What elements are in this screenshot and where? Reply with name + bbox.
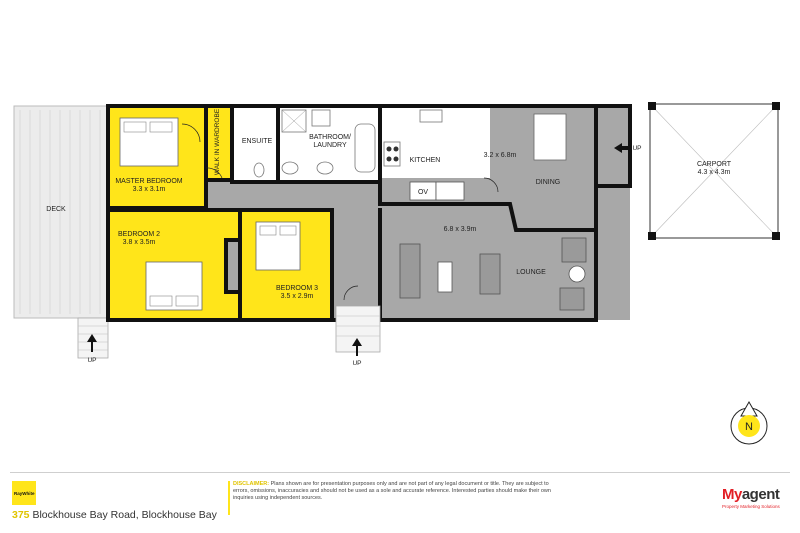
floor-plan: MASTER BEDROOM 3.3 x 3.1m WALK IN WARDRO… (13, 102, 780, 445)
raywhite-logo-text: RayWhite (14, 491, 35, 496)
label-bedroom2: BEDROOM 2 (118, 231, 160, 238)
label-dining: DINING (536, 179, 561, 186)
deck-boards (19, 110, 101, 314)
raywhite-logo (12, 481, 36, 505)
bath-basin (316, 161, 334, 175)
label-carport-dims: 4.3 x 4.3m (698, 169, 731, 176)
label-bedroom3: BEDROOM 3 (276, 285, 318, 292)
coffee-table (437, 261, 453, 293)
label-up-deck: UP (87, 357, 96, 364)
compass-north-label: N (745, 421, 753, 433)
sofa-right (479, 253, 501, 295)
property-address: 375 Blockhouse Bay Road, Blockhouse Bay (12, 509, 217, 521)
address-number: 375 (12, 509, 30, 521)
label-bedroom3-dims: 3.5 x 2.9m (281, 293, 314, 300)
label-walk-in-wardrobe: WALK IN WARDROBE (214, 108, 221, 175)
disclaimer-accent (228, 481, 230, 515)
label-lounge: LOUNGE (516, 269, 546, 276)
address-street: Blockhouse Bay Road, Blockhouse Bay (29, 509, 217, 521)
label-ensuite: ENSUITE (242, 138, 273, 145)
label-bathroom: BATHROOM/ (309, 134, 351, 141)
myagent-tagline: Property Marketing Solutions (722, 504, 780, 509)
label-kitchen-dims: 3.2 x 6.8m (484, 152, 517, 159)
myagent-logo-agent: agent (741, 486, 780, 503)
label-laundry: LAUNDRY (313, 142, 347, 149)
cooktop (383, 141, 401, 167)
laundry-tub (311, 109, 331, 127)
label-master-bedroom-dims: 3.3 x 3.1m (133, 186, 166, 193)
myagent-logo-my: My (722, 486, 742, 503)
armchair-top (561, 237, 587, 263)
ensuite-basin (281, 161, 299, 175)
walls (106, 104, 632, 322)
door-swings (181, 123, 499, 301)
label-deck: DECK (46, 206, 66, 213)
label-lounge-dims: 6.8 x 3.9m (444, 226, 477, 233)
disclaimer-heading: DISCLAIMER: (233, 481, 270, 487)
up-arrows (87, 143, 632, 356)
disclaimer-text: Plans shown are for presentation purpose… (233, 481, 551, 502)
myagent-logo: Myagent (722, 486, 780, 503)
dining-table (533, 113, 567, 161)
kitchen-sink (419, 109, 443, 123)
side-table (568, 265, 586, 283)
footer-divider (10, 472, 790, 473)
ensuite-toilet (253, 162, 265, 178)
armchair-bottom (559, 287, 585, 311)
label-kitchen: KITCHEN (410, 157, 441, 164)
label-bedroom2-dims: 3.8 x 3.5m (123, 239, 156, 246)
label-master-bedroom: MASTER BEDROOM (115, 178, 182, 185)
bathtub (354, 123, 376, 173)
disclaimer: DISCLAIMER: Plans shown are for presenta… (233, 481, 553, 503)
label-up-entry: UP (352, 360, 361, 367)
pantry (435, 181, 465, 201)
label-carport: CARPORT (697, 161, 732, 168)
sofa-left (399, 243, 421, 299)
label-up-side: UP (632, 145, 641, 152)
walk-in-wardrobe-area (206, 106, 232, 178)
label-oven: OV (418, 189, 428, 196)
